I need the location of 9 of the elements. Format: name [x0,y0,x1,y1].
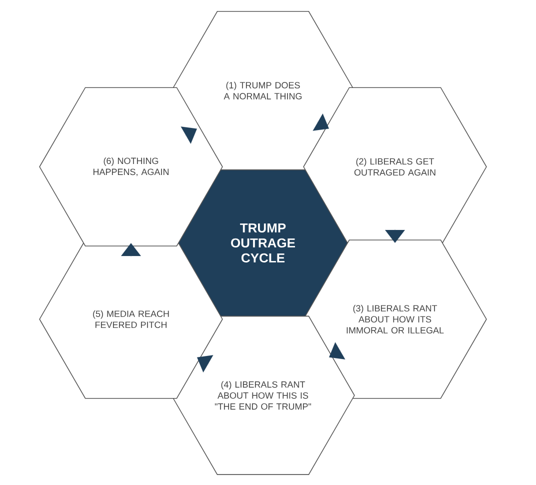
step-hexagon: (2) LIBERALS GET OUTRAGED AGAIN [303,87,487,246]
arrowhead [121,243,141,258]
step-hexagon: (6) NOTHING HAPPENS, AGAIN [39,87,223,246]
arrowhead [312,114,329,131]
step-hexagon: (1) TRUMP DOES A NORMAL THING [171,11,355,170]
arrowhead [329,342,346,360]
arrowhead [197,355,214,372]
arrowhead [180,126,197,144]
arrowhead [385,228,405,243]
